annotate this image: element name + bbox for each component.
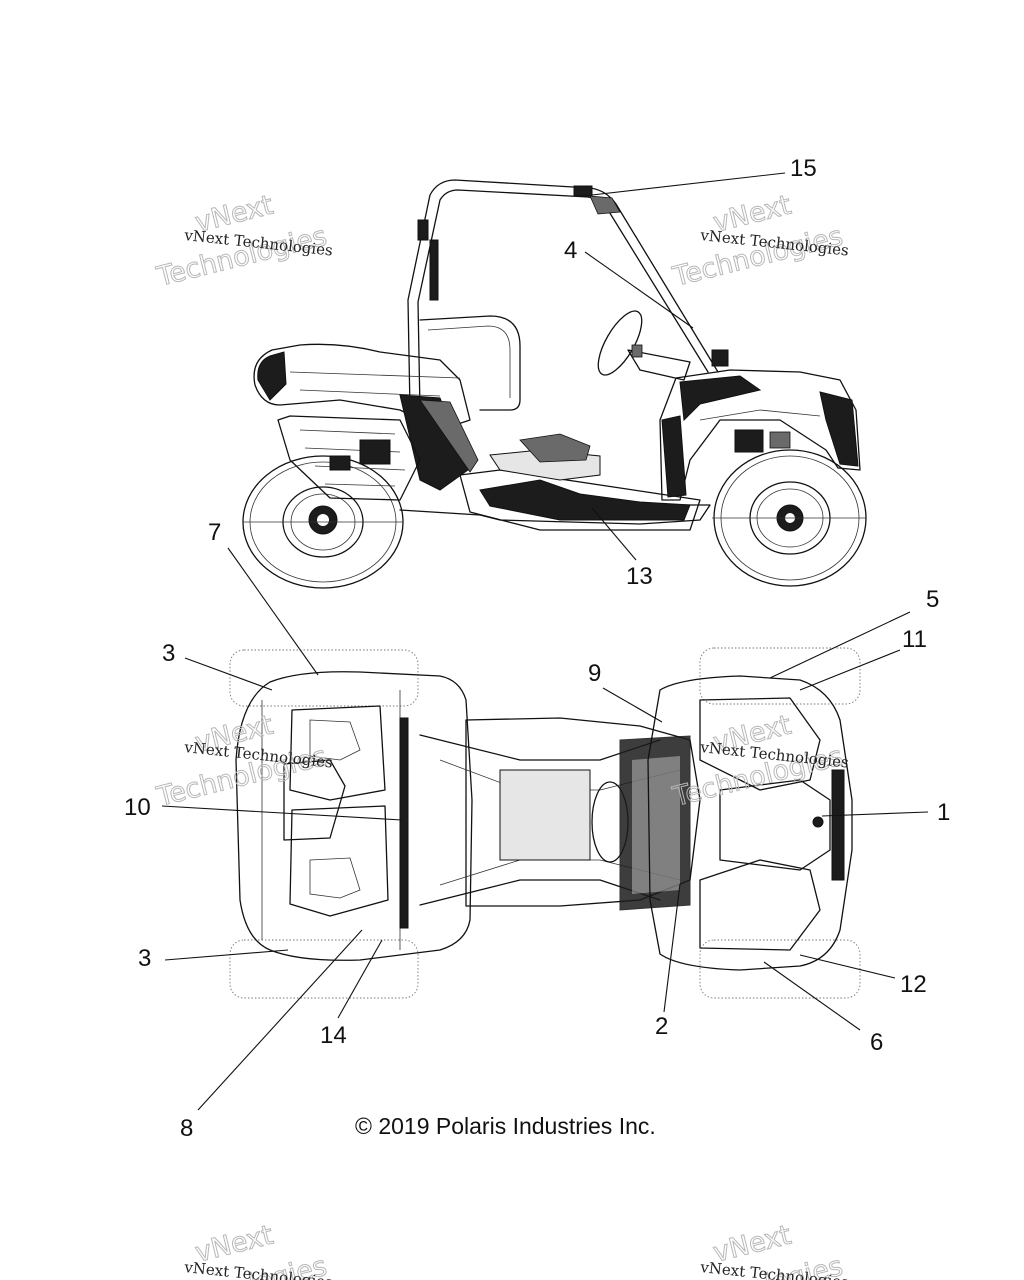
rear-rack: [235, 671, 473, 961]
callout-2: 2: [655, 1013, 668, 1040]
callout-3-top: 3: [162, 640, 175, 667]
roll-cage: [407, 179, 729, 411]
callout-12: 12: [900, 971, 927, 998]
chassis: [419, 717, 701, 911]
steering-wheel: [597, 310, 691, 381]
callout-numbers: 15 4 7 13 5 11 3 9 10 1 3 12 14 2 6 8: [124, 155, 950, 1142]
callout-15: 15: [790, 155, 817, 182]
watermark-mid-right: vNext Technologies vNext Technologies: [669, 709, 850, 813]
callout-14: 14: [320, 1022, 347, 1049]
front-body: [659, 369, 861, 501]
watermark-top-left: vNext Technologies vNext Technologies: [153, 189, 334, 293]
watermark-bottom-right: vNext Technologies vNext Technologies: [669, 1219, 850, 1280]
callout-6: 6: [870, 1029, 883, 1056]
leader-lines: [161, 172, 929, 1111]
callout-7: 7: [208, 519, 221, 546]
rocker-panel: [459, 433, 701, 531]
callout-5: 5: [926, 586, 939, 613]
callout-3-bottom: 3: [138, 945, 151, 972]
callout-4: 4: [564, 237, 577, 264]
callout-11: 11: [902, 626, 927, 653]
callout-1: 1: [937, 799, 950, 826]
watermark-top-right: vNext Technologies vNext Technologies: [669, 189, 850, 293]
watermark-bottom-left: vNext Technologies vNext Technologies: [153, 1219, 334, 1280]
callout-9: 9: [588, 660, 601, 687]
callout-8: 8: [180, 1115, 193, 1142]
front-wheel: [712, 449, 867, 587]
rear-right-tire-outline: [229, 939, 419, 999]
watermark-mid-left: vNext Technologies vNext Technologies: [153, 709, 334, 813]
copyright-notice: © 2019 Polaris Industries Inc.: [355, 1113, 656, 1139]
vehicle-top-view: [229, 647, 861, 999]
callout-10: 10: [124, 794, 151, 821]
rear-left-tire-outline: [229, 649, 419, 707]
rear-wheel: [242, 455, 404, 589]
front-left-tire-outline: [699, 647, 861, 705]
callout-13: 13: [626, 563, 653, 590]
vehicle-side-view: [242, 179, 867, 589]
front-hood: [647, 675, 853, 971]
